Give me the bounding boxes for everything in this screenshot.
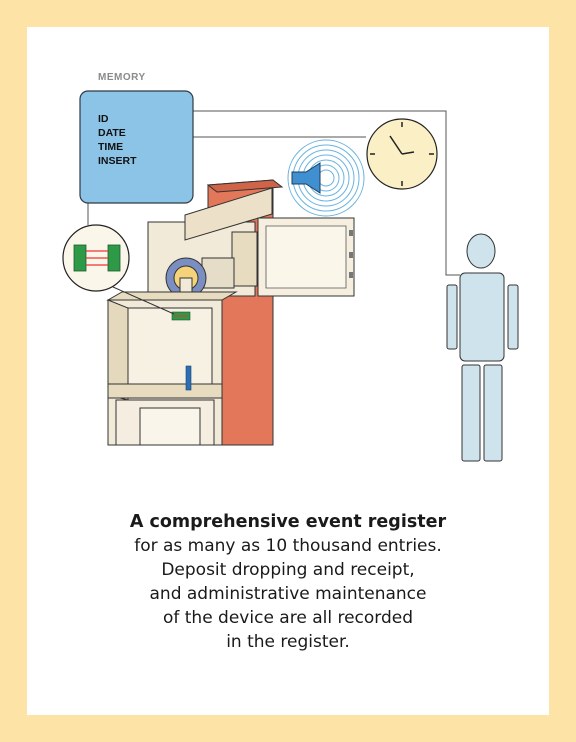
sensor-icon (62, 224, 175, 315)
person-icon (446, 233, 519, 462)
memory-field-date: DATE (98, 127, 126, 139)
caption: A comprehensive event register for as ma… (0, 510, 576, 654)
safe-door (257, 217, 355, 297)
caption-headline: A comprehensive event register (129, 512, 447, 532)
memory-title: MEMORY (98, 72, 146, 83)
speaker-icon (287, 139, 365, 217)
caption-line: Deposit dropping and receipt, (161, 560, 415, 580)
memory-field-time: TIME (98, 141, 123, 153)
memory-field-id: ID (98, 113, 109, 125)
memory-field-insert: INSERT (98, 155, 137, 167)
caption-line: for as many as 10 thousand entries. (134, 536, 442, 556)
safe-lower-cabinet (106, 291, 238, 446)
caption-line: in the register. (226, 632, 350, 652)
caption-line: of the device are all recorded (162, 608, 414, 628)
clock-icon (366, 118, 438, 190)
memory-box: MEMORY ID DATE TIME INSERT (79, 72, 194, 204)
caption-line: and administrative maintenance (149, 584, 427, 604)
